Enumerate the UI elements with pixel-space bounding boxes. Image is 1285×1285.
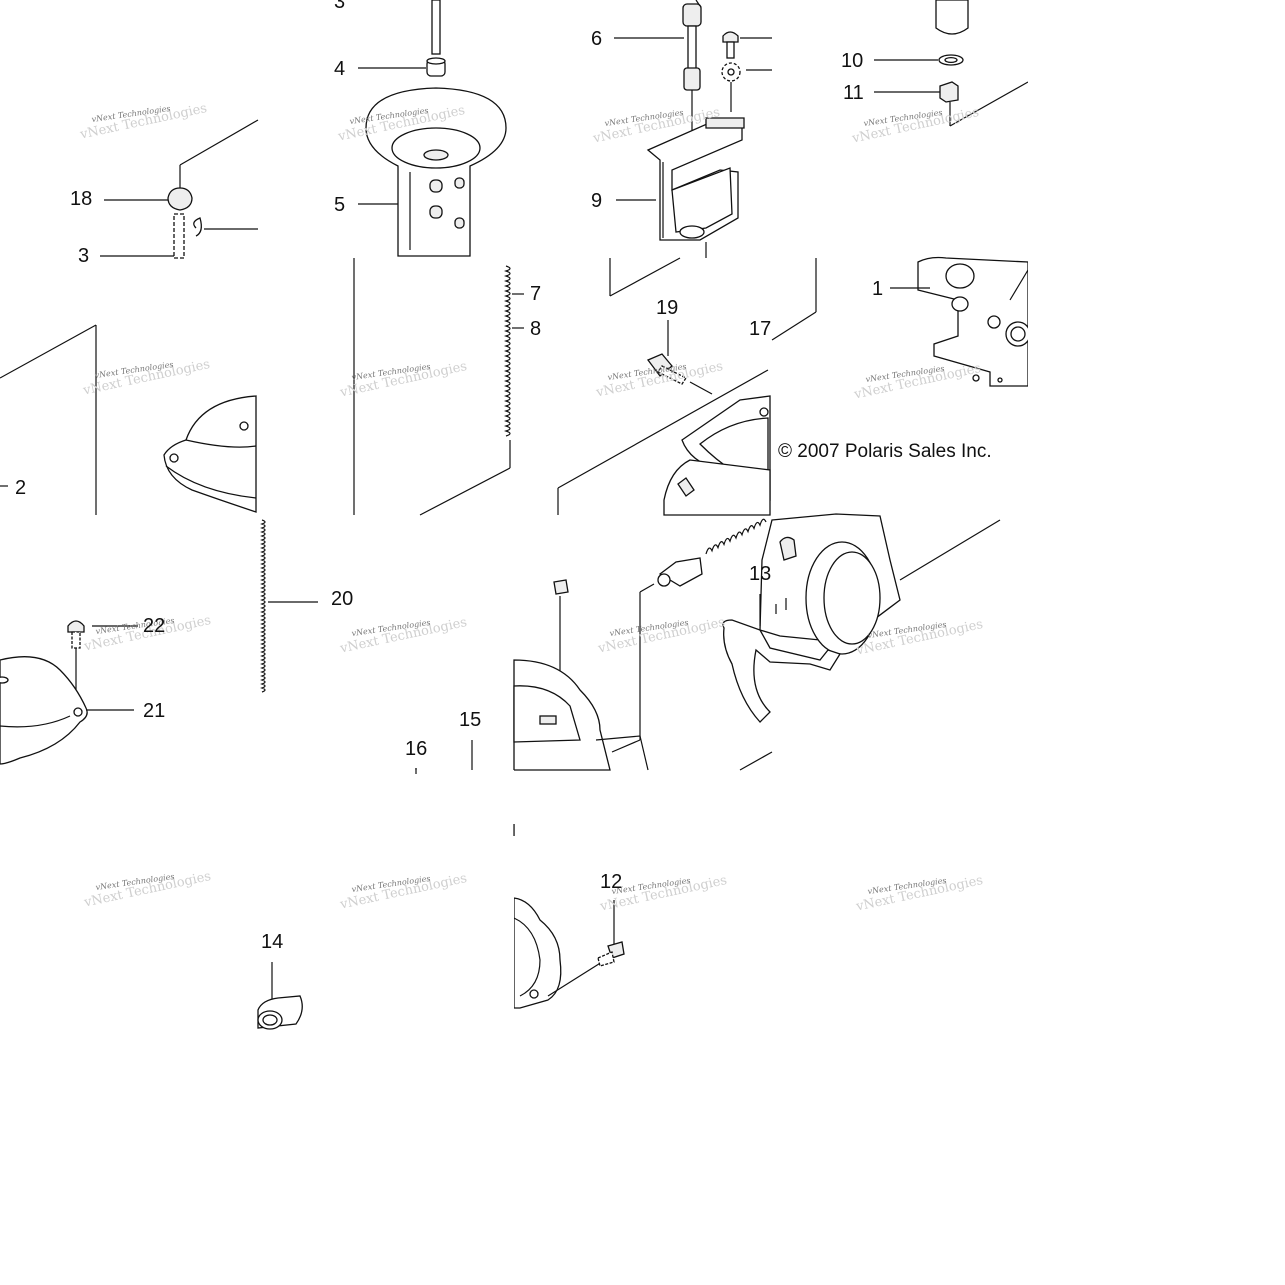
callout-7: 7 (530, 283, 541, 305)
part-slide-5 (365, 87, 507, 257)
part-gasket-lower (513, 897, 625, 1009)
part-float-bowl (513, 579, 649, 771)
callout-15: 15 (459, 709, 481, 731)
part-cover-21 (0, 656, 88, 765)
callout-9: 9 (591, 190, 602, 212)
callout-3-top: 3 (334, 0, 345, 13)
part-jet-18 (167, 119, 259, 259)
callout-labels: 3 4 6 10 11 18 3 5 9 1 19 17 7 8 2 20 22… (15, 0, 883, 953)
callout-3-left: 3 (78, 245, 89, 267)
part-idle-screw-19 (646, 353, 713, 395)
callout-14: 14 (261, 931, 283, 953)
lower-tile-contents (257, 768, 515, 1030)
part-jet-assembly-center (611, 518, 767, 753)
callout-5: 5 (334, 194, 345, 216)
callout-6: 6 (591, 28, 602, 50)
part-screw-star-washer (721, 31, 741, 112)
part-needle-6 (682, 0, 702, 160)
callout-11: 11 (843, 82, 864, 104)
callout-12: 12 (600, 871, 622, 893)
callout-1: 1 (872, 278, 883, 300)
callout-10: 10 (841, 50, 863, 72)
part-throttle-body (722, 513, 1001, 771)
callout-18: 18 (70, 188, 92, 210)
callout-4: 4 (334, 58, 345, 80)
callout-22: 22 (143, 615, 165, 637)
callout-13: 13 (749, 563, 771, 585)
callout-17: 17 (749, 318, 771, 340)
callout-21: 21 (143, 700, 165, 722)
parts-drawings (0, 0, 1031, 1030)
callout-2: 2 (15, 477, 26, 499)
part-spring-7-8 (419, 265, 511, 516)
leader-lines-left (0, 242, 817, 515)
part-washer-4 (426, 57, 446, 77)
part-carb-body-upper (557, 369, 771, 516)
callout-16: 16 (405, 738, 427, 760)
callout-8: 8 (530, 318, 541, 340)
part-jet-tube (935, 0, 1029, 127)
part-screw-22 (67, 620, 85, 702)
part-bracket-9 (646, 117, 745, 241)
callout-20: 20 (331, 588, 353, 610)
part-carb-body-right (917, 256, 1031, 387)
copyright-notice: © 2007 Polaris Sales Inc. (778, 441, 992, 462)
callout-leaders (0, 37, 940, 711)
part-cover-upper (163, 395, 257, 513)
callout-19: 19 (656, 297, 678, 319)
part-spring-20 (260, 519, 266, 693)
